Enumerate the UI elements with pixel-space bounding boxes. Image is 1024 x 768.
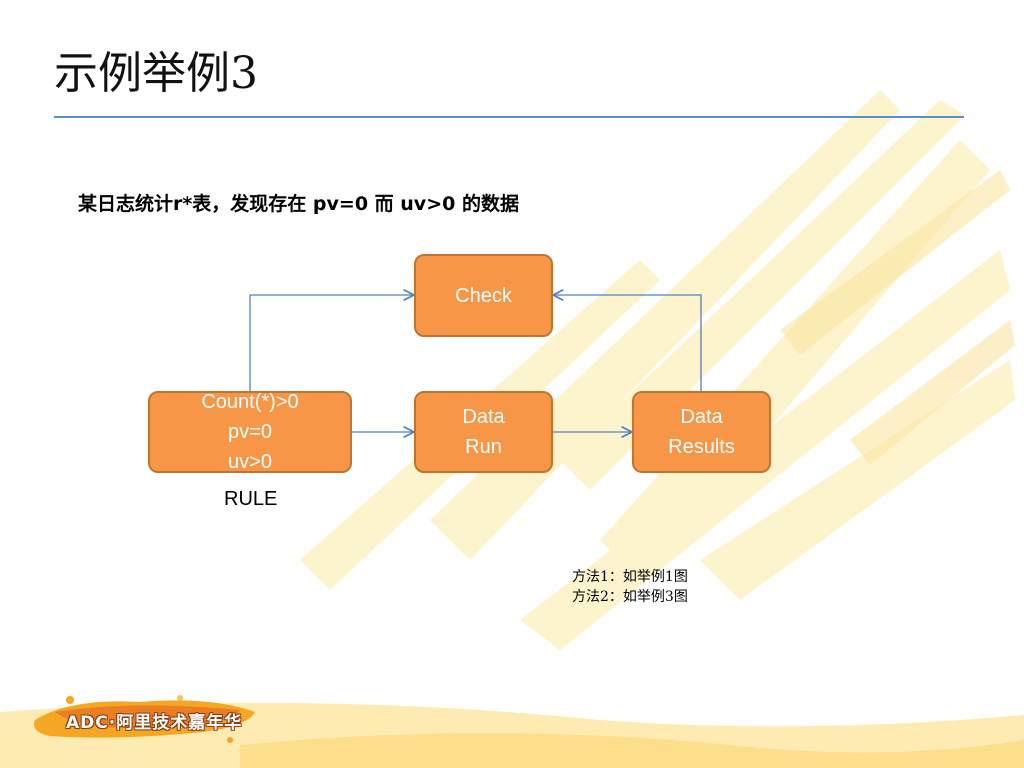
adc-logo-text: ADC·阿里技术嘉年华: [66, 713, 243, 733]
method-notes: 方法1：如举例1图 方法2：如举例3图: [572, 567, 688, 607]
node-rule: Count(*)>0 pv=0 uv>0: [148, 391, 352, 473]
slide-subtitle: 某日志统计r*表，发现存在 pv=0 而 uv>0 的数据: [78, 193, 519, 215]
adc-logo-graphic: [34, 695, 255, 743]
edge-rule-to-check: [249, 295, 414, 391]
node-data-results-line-2: Results: [668, 436, 735, 458]
node-data-run-line-2: Run: [465, 436, 502, 458]
node-rule-line-2: pv=0: [228, 421, 272, 443]
node-data-results: Data Results: [632, 391, 771, 473]
page-title: 示例举例3: [54, 48, 258, 99]
method-note-1: 方法1：如举例1图: [572, 569, 688, 585]
node-data-run-line-1: Data: [462, 406, 505, 428]
rule-caption: RULE: [224, 488, 278, 510]
title-divider: [54, 116, 964, 118]
node-check: Check: [414, 254, 553, 337]
node-data-results-line-1: Data: [680, 406, 723, 428]
node-rule-line-3: uv>0: [228, 451, 272, 473]
edge-results-to-check: [553, 295, 702, 391]
node-rule-line-1: Count(*)>0: [201, 391, 299, 413]
method-note-2: 方法2：如举例3图: [572, 589, 688, 605]
node-check-label: Check: [455, 284, 512, 307]
node-data-run: Data Run: [414, 391, 553, 473]
